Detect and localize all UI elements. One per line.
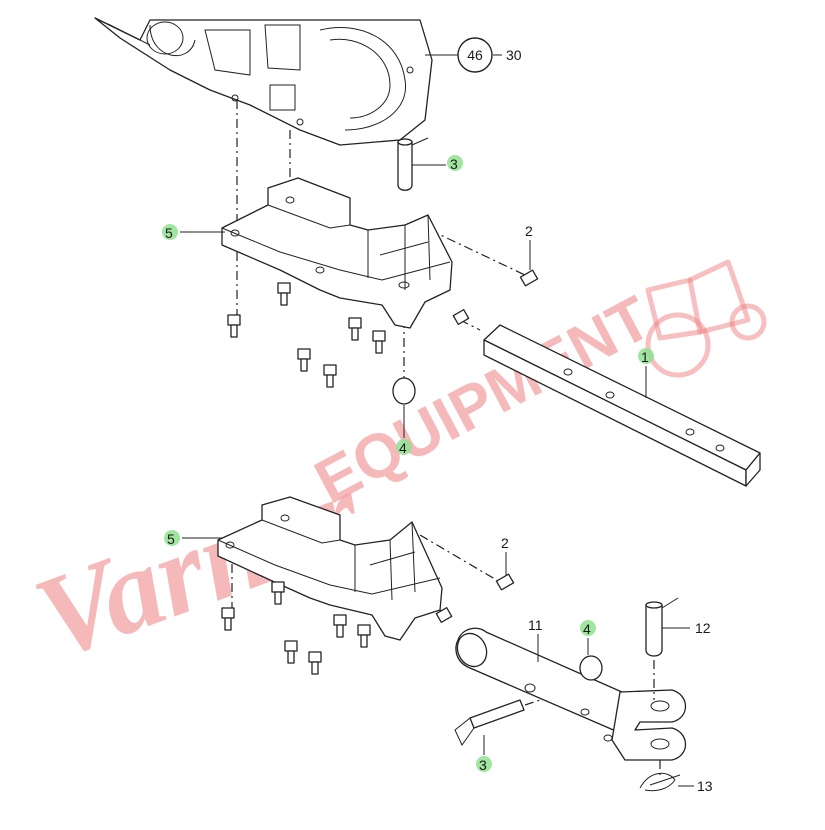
callout-top-bracket: 5 — [165, 225, 173, 241]
top-assembly — [221, 100, 761, 487]
tractor-logo-icon — [645, 259, 767, 378]
callouts: 46 30 3 5 2 1 4 5 2 11 4 — [162, 37, 713, 794]
callout-clip: 13 — [697, 778, 713, 794]
callout-top-ring: 4 — [399, 440, 407, 456]
callout-ref-suffix: 30 — [506, 47, 522, 63]
clip-part — [639, 760, 681, 792]
callout-bottom-bracket: 5 — [167, 531, 175, 547]
clevis-pin-part — [645, 597, 679, 700]
bottom-bracket-part — [217, 496, 443, 641]
callout-top-pin: 3 — [450, 156, 458, 172]
bottom-assembly — [217, 496, 687, 792]
top-bolts — [227, 269, 539, 388]
transmission-housing — [94, 17, 433, 146]
callout-bottom-left-pin: 3 — [479, 757, 487, 773]
callout-bottom-bar: 11 — [528, 617, 543, 633]
callout-top-drawbar: 1 — [641, 349, 649, 365]
top-ring-part — [392, 377, 416, 405]
callout-bottom-ring: 4 — [583, 621, 591, 637]
top-pin-part — [397, 137, 429, 191]
bottom-left-pin-part — [454, 699, 541, 746]
bottom-ring-part — [579, 655, 603, 681]
reference-circle-icon — [457, 37, 493, 73]
top-bracket-part — [221, 177, 453, 329]
callout-top-bolt: 2 — [525, 223, 533, 239]
top-drawbar-part — [483, 324, 761, 487]
bottom-bar-part — [455, 627, 687, 761]
callout-ref-circle: 46 — [467, 47, 483, 63]
bottom-bolts — [221, 573, 515, 675]
callout-clevis-pin: 12 — [695, 620, 711, 636]
callout-bottom-bolt: 2 — [501, 535, 509, 551]
